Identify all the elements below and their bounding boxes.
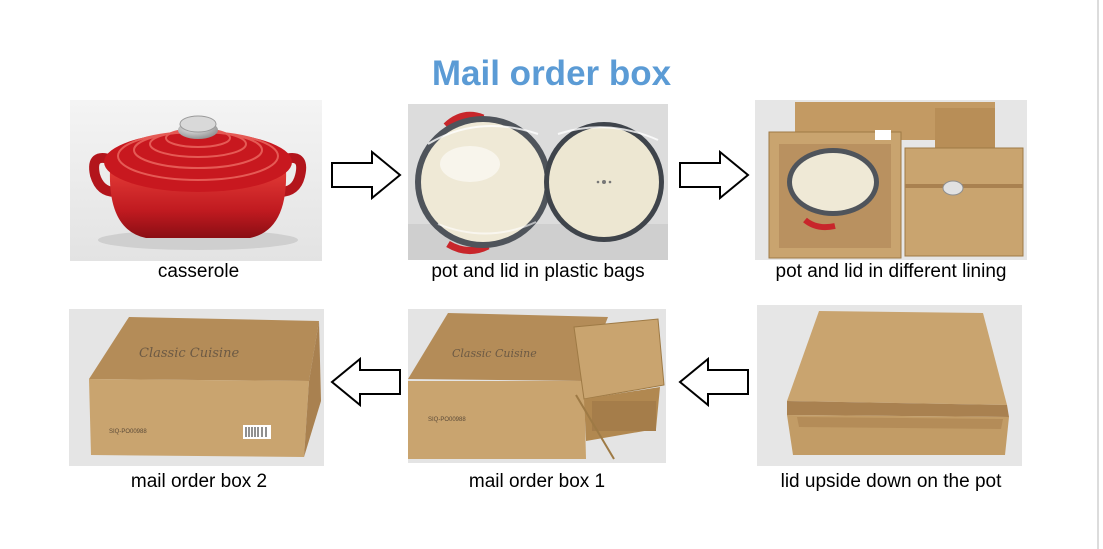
arrow-right-icon — [678, 150, 750, 200]
step-caption-lining: pot and lid in different lining — [775, 261, 1007, 282]
step-caption-box-2: mail order box 2 — [130, 471, 268, 492]
arrow-left-icon — [330, 357, 402, 407]
page-edge — [1097, 0, 1099, 549]
casserole-photo — [70, 100, 322, 261]
step-caption-lid-upside-down: lid upside down on the pot — [780, 471, 1002, 492]
box-code-text: SIQ-PO00988 — [109, 429, 147, 435]
pot-and-lid-bags-photo — [408, 104, 668, 260]
step-caption-box-1: mail order box 1 — [468, 471, 606, 492]
pot-and-lid-lining-photo — [755, 100, 1027, 260]
box-brand-text: Classic Cuisine — [452, 347, 537, 360]
arrow-left-icon — [678, 357, 750, 407]
step-caption-plastic-bags: pot and lid in plastic bags — [431, 261, 645, 282]
lid-upside-down-photo — [757, 305, 1022, 466]
mail-order-box-2-photo: Classic Cuisine SIQ-PO00988 — [69, 309, 324, 466]
step-caption-casserole: casserole — [157, 261, 240, 282]
page-title: Mail order box — [431, 54, 672, 93]
box-code-text: SIQ-PO00988 — [428, 417, 466, 423]
mail-order-box-1-photo: Classic Cuisine SIQ-PO00988 — [408, 309, 666, 463]
arrow-right-icon — [330, 150, 402, 200]
box-brand-text: Classic Cuisine — [139, 346, 239, 361]
